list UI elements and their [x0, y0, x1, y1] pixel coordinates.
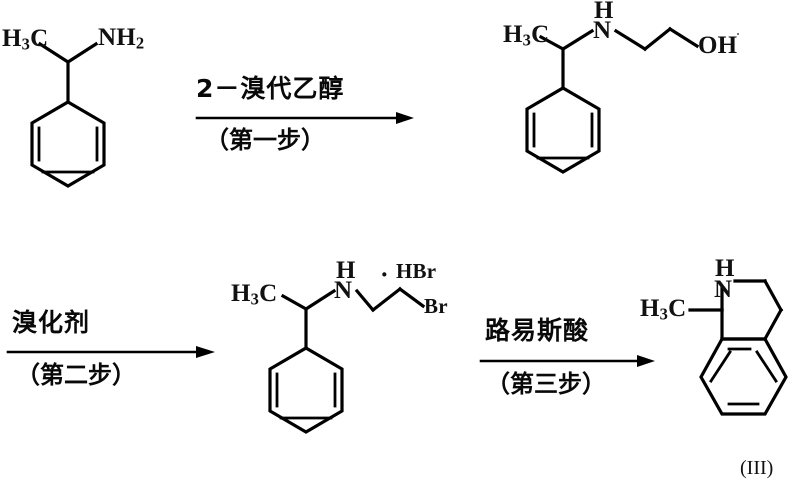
atom-label-nitrogen-intermediate-1: N [593, 17, 612, 44]
scan-speck [737, 33, 739, 35]
reagent-text-step-1: 2－溴代乙醇 [196, 74, 345, 103]
reaction-arrow-1 [195, 112, 414, 124]
reagent-text-step-2: 溴化剂 [12, 308, 91, 337]
atom-label-methyl-product: H3C [640, 295, 687, 324]
reagent-text-step-3: 路易斯酸 [485, 316, 590, 345]
salt-dot-separator: · [380, 260, 389, 289]
structure-product-bonds [688, 278, 788, 416]
atom-label-methyl-start: H3C [2, 25, 49, 54]
step-text-step-2: （第二步） [16, 361, 136, 389]
step-text-step-3: （第三步） [486, 370, 606, 398]
reaction-arrow-3 [479, 355, 655, 367]
atom-label-hbr-salt: HBr [396, 259, 437, 283]
atom-label-bromide-intermediate-2: Br [424, 294, 448, 318]
atom-label-nh-hydrogen-product: H [715, 255, 735, 282]
atom-label-hydroxyl-intermediate-1: OH [698, 32, 738, 59]
atom-label-methyl-intermediate-1: H3C [503, 21, 550, 50]
atom-label-nh-hydrogen-intermediate-1: H [594, 0, 614, 24]
structure-intermediate-1-bonds [525, 26, 700, 174]
reaction-arrow-2 [6, 346, 215, 358]
atom-label-nh-hydrogen-intermediate-2: H [336, 257, 356, 284]
compound-number-label: (III) [740, 457, 774, 479]
atom-label-nitrogen-product: N [714, 276, 733, 303]
atom-label-amine-start: NH2 [98, 24, 145, 53]
atom-label-methyl-intermediate-2: H3C [231, 280, 278, 309]
atom-label-nitrogen-intermediate-2: N [334, 277, 353, 304]
structure-starting-material-bonds [30, 41, 106, 188]
step-text-step-1: （第一步） [205, 126, 325, 154]
structure-intermediate-2-bonds [268, 286, 426, 434]
